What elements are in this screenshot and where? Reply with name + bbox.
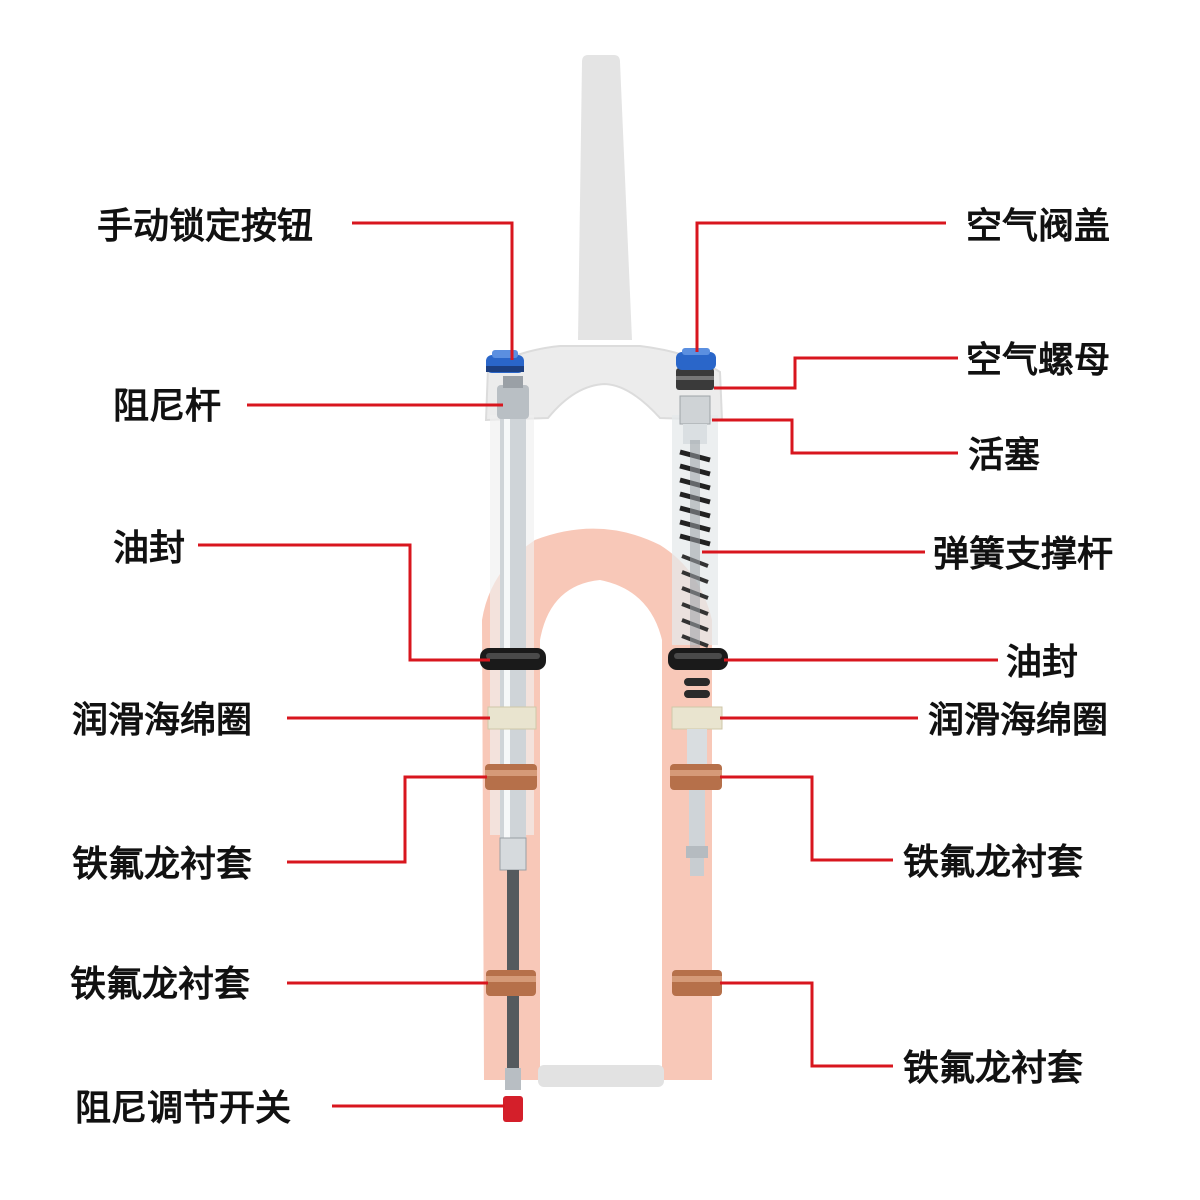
leader-oil-seal-left: [198, 543, 490, 662]
label-oil-seal-right: 油封: [1006, 642, 1078, 683]
label-oil-seal-left: 油封: [113, 528, 185, 569]
steerer-tube: [578, 55, 632, 340]
label-air-cap: 空气阀盖: [966, 206, 1110, 247]
label-sponge-ring-left: 润滑海绵圈: [72, 700, 252, 741]
leader-air-cap: [695, 221, 946, 352]
leader-lockout: [352, 221, 514, 360]
leader-air-nut: [714, 356, 958, 390]
spring-support-rod: [690, 440, 700, 660]
left-bushing-lower: [486, 970, 536, 996]
label-air-nut: 空气螺母: [966, 340, 1110, 381]
leader-bushing-right-2: [720, 981, 893, 1068]
lockout-knob: [486, 350, 524, 373]
air-shaft: [687, 729, 707, 769]
label-bushing-left-1: 铁氟龙衬套: [72, 844, 252, 885]
damper-rod-head: [497, 385, 529, 419]
label-spring-support-rod: 弹簧支撑杆: [933, 534, 1113, 575]
label-lockout-button: 手动锁定按钮: [97, 206, 313, 247]
label-sponge-ring-right: 润滑海绵圈: [928, 700, 1108, 741]
leader-lines: [198, 221, 998, 1108]
damper-lower-sleeve: [499, 837, 527, 871]
fork-illustration: [480, 55, 728, 1122]
label-bushing-left-2: 铁氟龙衬套: [70, 964, 250, 1005]
label-rebound-switch: 阻尼调节开关: [75, 1088, 291, 1129]
air-shaft-lower: [689, 790, 705, 850]
lower-brace: [538, 1065, 664, 1087]
left-bushing-upper: [485, 764, 537, 790]
labels-left: 手动锁定按钮 阻尼杆 油封 润滑海绵圈 铁氟龙衬套 铁氟龙衬套 阻尼调节开关: [70, 206, 313, 1129]
leader-bushing-right-1: [720, 775, 893, 862]
label-bushing-right-1: 铁氟龙衬套: [903, 842, 1083, 883]
labels-right: 空气阀盖 空气螺母 活塞 弹簧支撑杆 油封 润滑海绵圈 铁氟龙衬套 铁氟龙衬套: [903, 206, 1113, 1089]
air-nut: [676, 368, 714, 390]
rebound-switch-knob: [503, 1096, 523, 1122]
piston-body: [679, 395, 711, 425]
leader-piston: [712, 418, 958, 455]
right-bushing-lower: [672, 970, 722, 996]
leader-bushing-left-1: [287, 775, 487, 864]
label-bushing-right-2: 铁氟龙衬套: [903, 1048, 1083, 1089]
label-damper-rod: 阻尼杆: [113, 386, 221, 427]
right-sponge-ring: [671, 706, 723, 730]
label-piston: 活塞: [968, 435, 1040, 476]
left-sponge-ring: [487, 706, 537, 730]
right-bushing-upper: [670, 764, 722, 790]
